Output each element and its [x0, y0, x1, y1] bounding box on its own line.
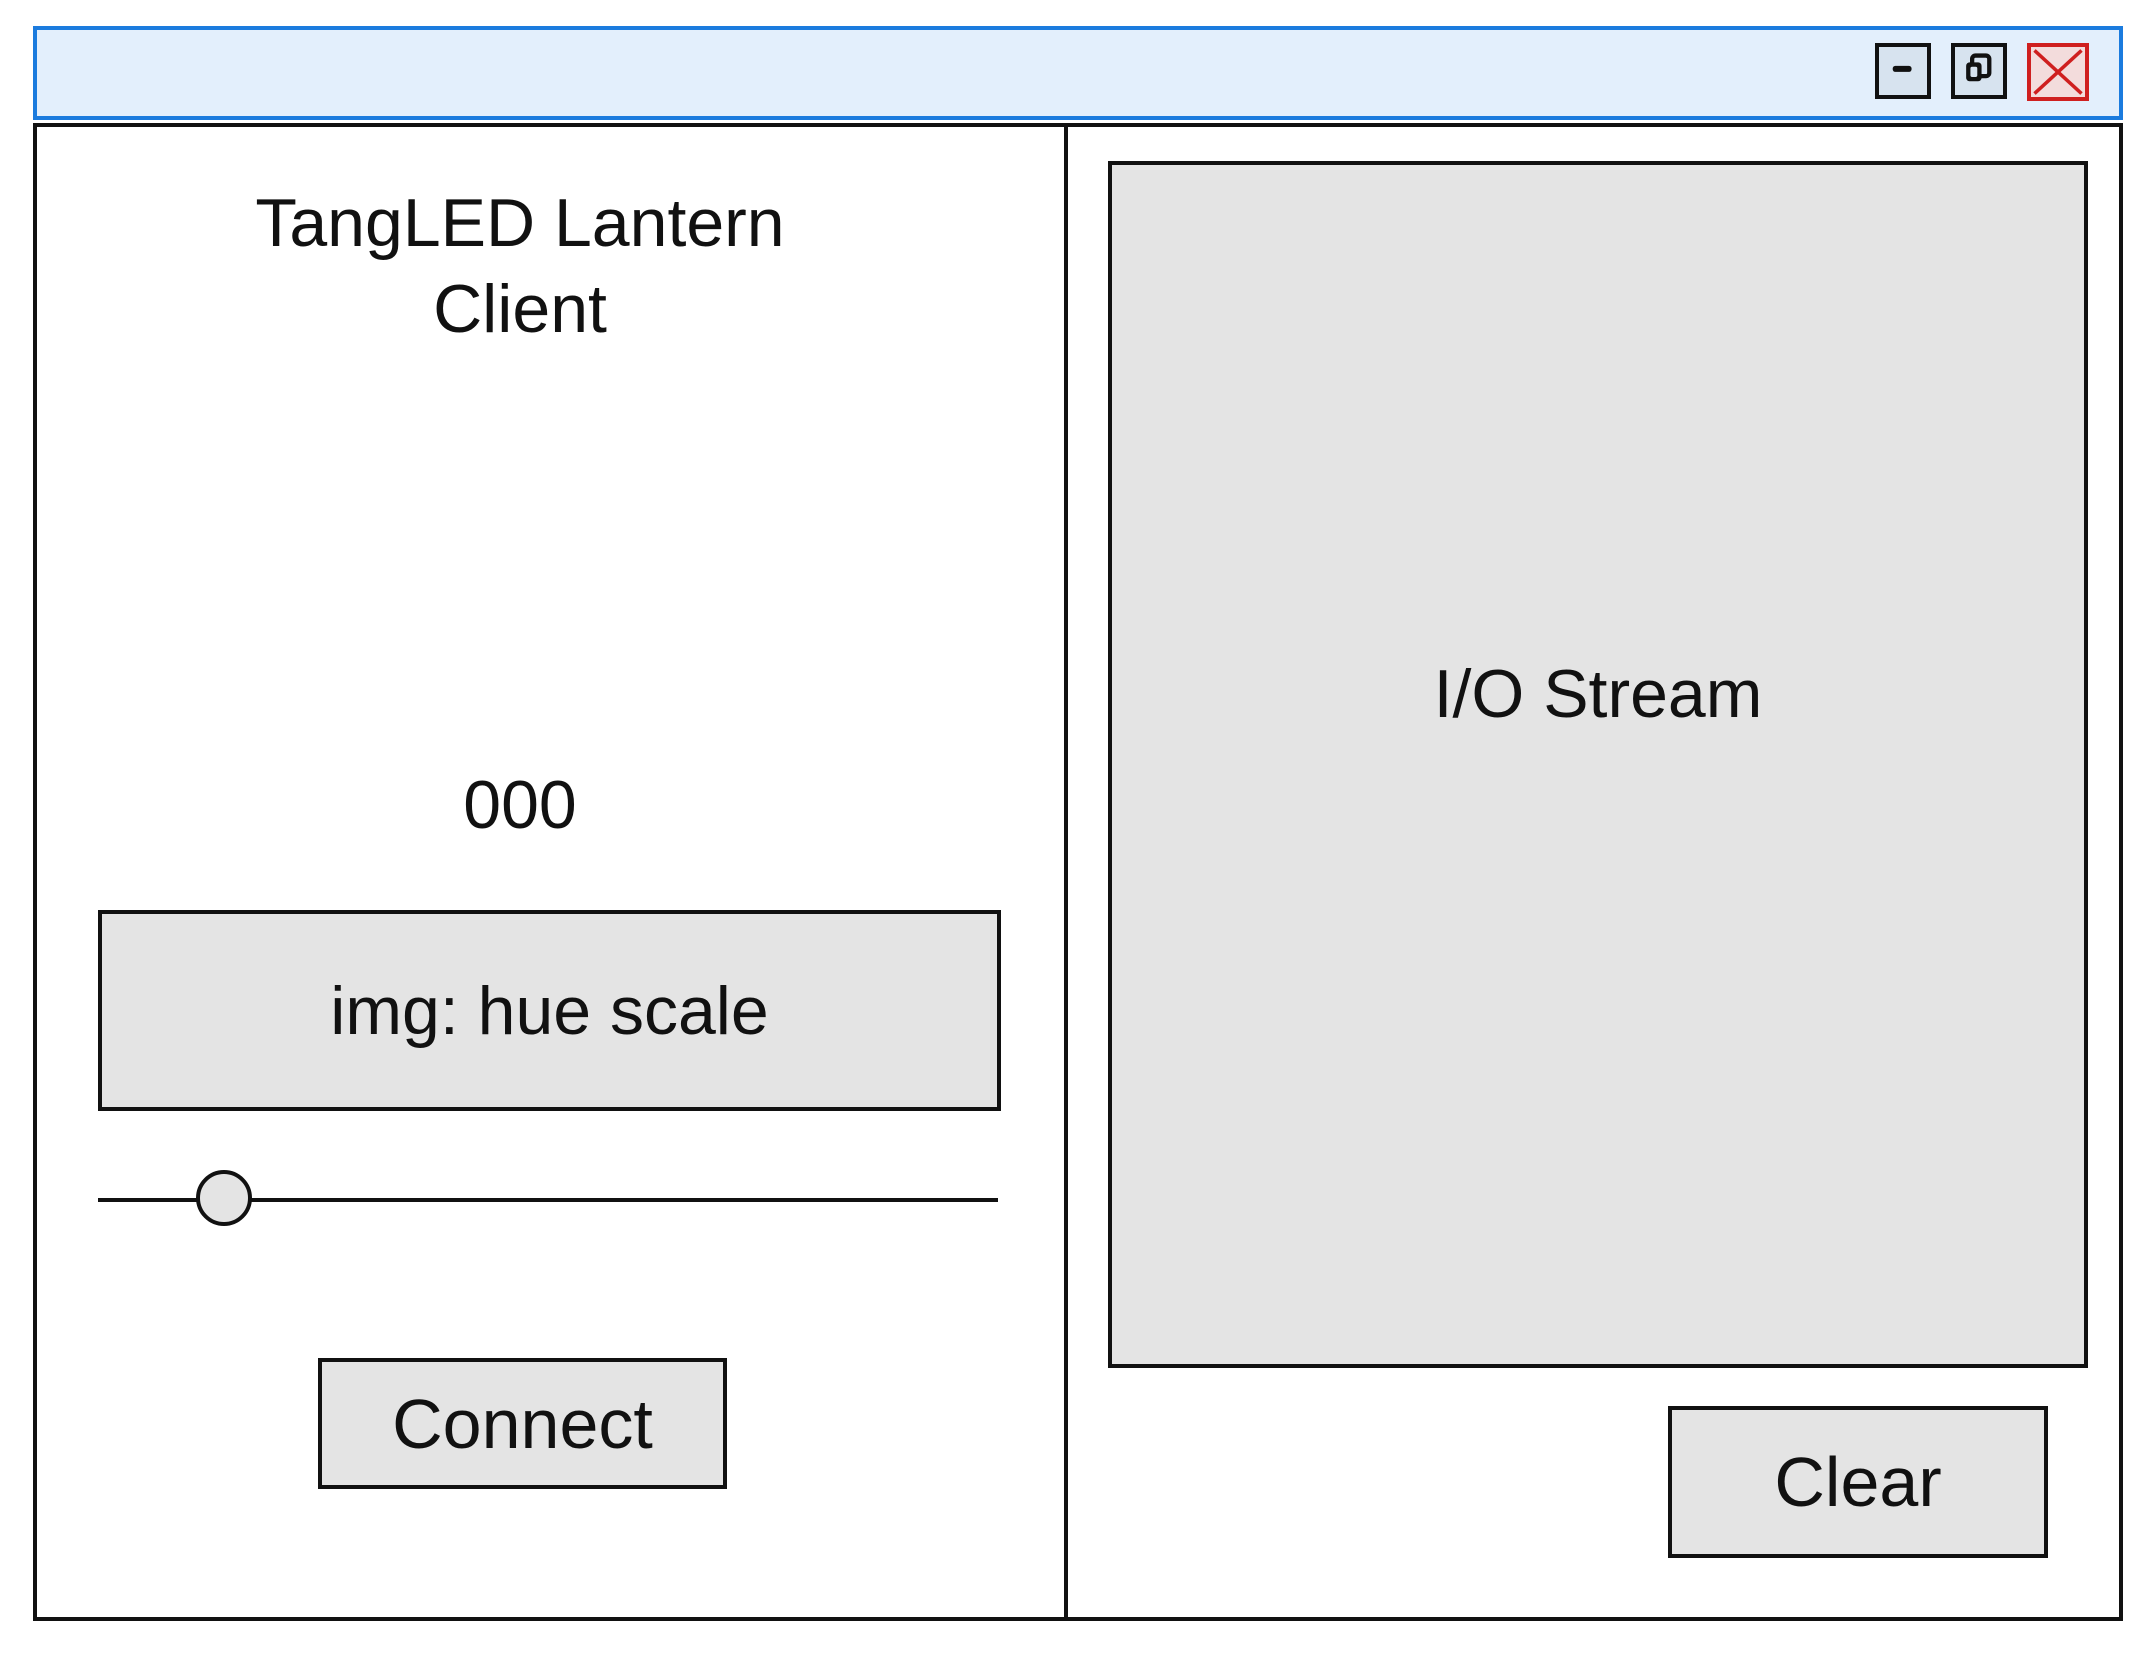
io-stream-label: I/O Stream [1433, 656, 1763, 732]
hue-slider-track[interactable] [98, 1198, 998, 1202]
minimize-icon [1892, 65, 1912, 72]
close-icon [2033, 49, 2083, 95]
hue-scale-image: img: hue scale [98, 910, 1001, 1111]
clear-button[interactable]: Clear [1668, 1406, 2048, 1558]
connect-button[interactable]: Connect [318, 1358, 727, 1489]
app-title: TangLED Lantern Client [255, 185, 785, 347]
panel-divider [1064, 123, 1068, 1621]
restore-icon [1966, 53, 1992, 82]
close-button[interactable] [2027, 43, 2089, 101]
hue-value-label: 000 [463, 767, 577, 843]
hue-scale-image-label: img: hue scale [330, 972, 769, 1049]
connect-button-label: Connect [392, 1384, 653, 1463]
hue-slider-thumb[interactable] [196, 1170, 252, 1226]
minimize-button[interactable] [1875, 43, 1931, 99]
restore-button[interactable] [1951, 43, 2007, 99]
io-stream-panel[interactable]: I/O Stream [1108, 161, 2088, 1368]
title-bar[interactable] [33, 26, 2123, 120]
clear-button-label: Clear [1774, 1443, 1942, 1521]
